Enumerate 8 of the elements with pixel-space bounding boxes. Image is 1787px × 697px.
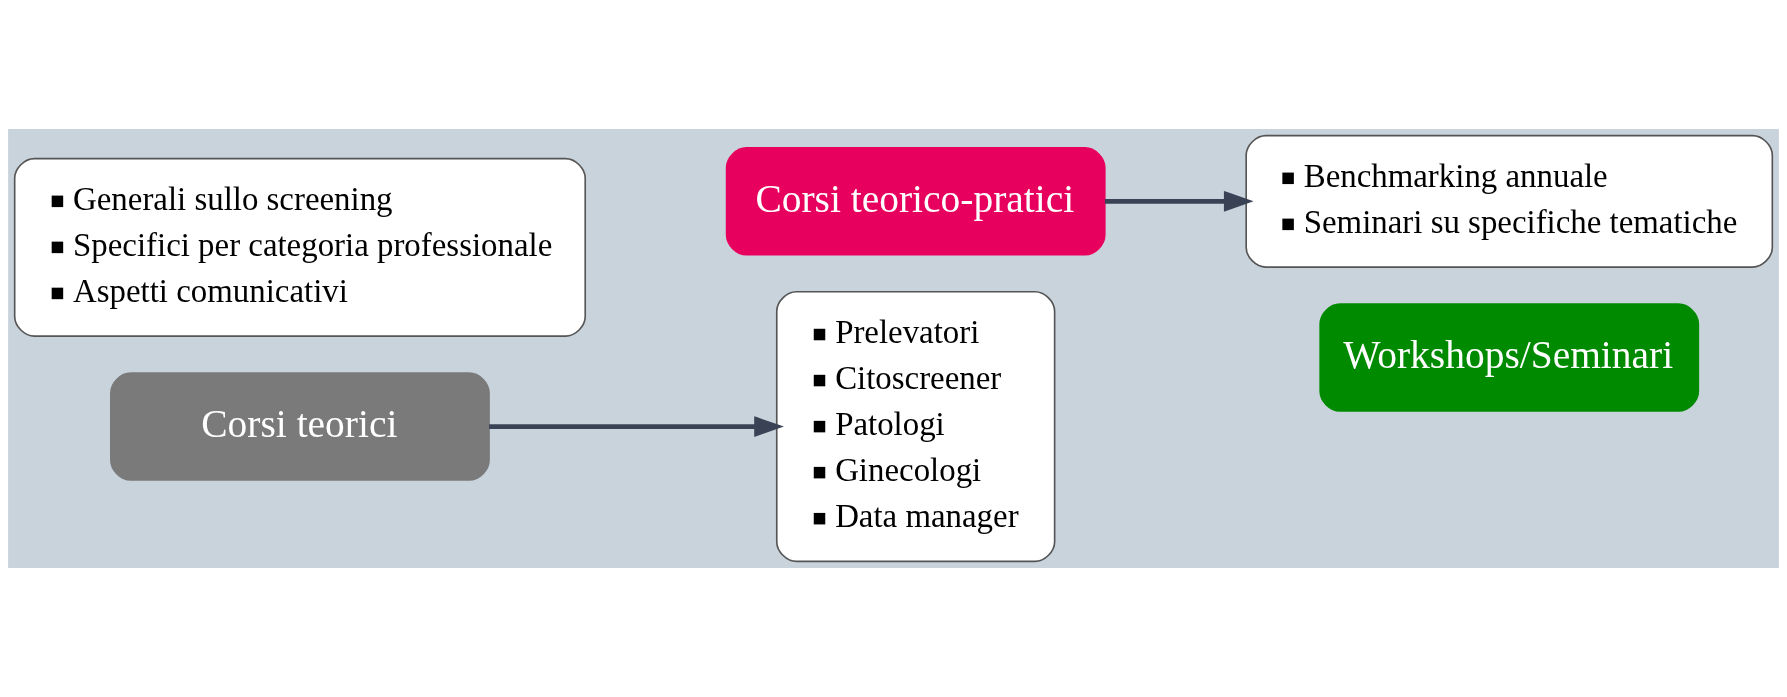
arrow <box>489 416 784 437</box>
node-box: Generali sullo screening Specifici per categoria professionale Aspetti comunicativi <box>13 157 587 337</box>
node-box: Corsi teorico-pratici <box>725 147 1106 256</box>
node-box: Prelevatori Citoscreener Patologi Ginecologi Data manager <box>775 290 1056 563</box>
node-box: Workshops/Seminari <box>1319 303 1700 412</box>
node-box: Corsi teorici <box>110 372 490 481</box>
node-box: Benchmarking annuale Seminari su specifiche tematiche <box>1245 134 1774 268</box>
arrow <box>1104 190 1254 212</box>
